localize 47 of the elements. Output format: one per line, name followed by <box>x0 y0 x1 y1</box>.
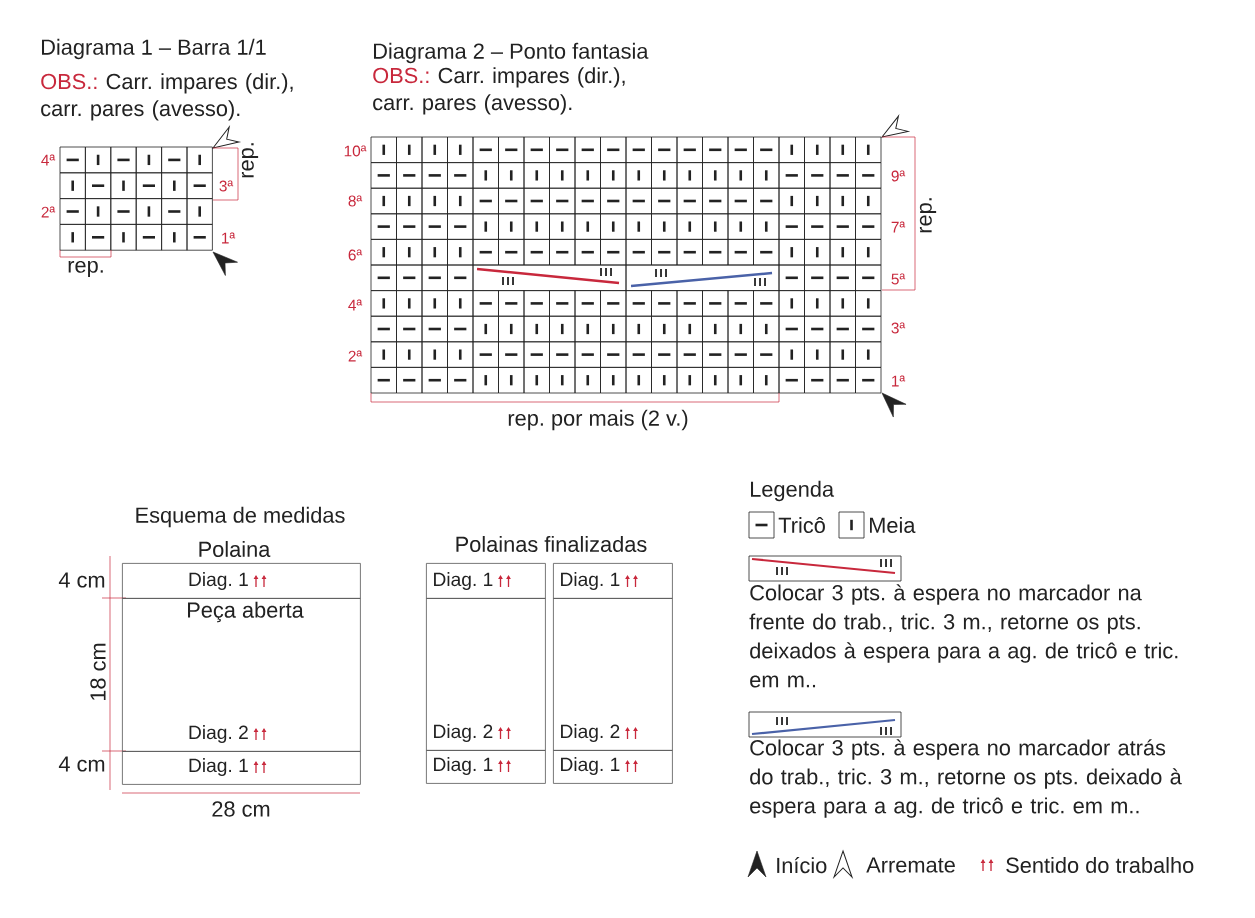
section-title: Polainas finalizadas <box>456 536 647 552</box>
dimension-label: 4 cm <box>58 756 105 772</box>
row-number: 3ª <box>891 322 906 334</box>
dimension-label: 28 cm <box>212 801 270 817</box>
box-label: Diag. 1 <box>434 572 493 590</box>
row-number: 4ª <box>41 154 56 166</box>
note-text: OBS.: Carr. impares (dir.), carr. pares (avesso). <box>41 73 293 121</box>
rep-label: rep. <box>241 143 259 178</box>
chart-title: Diagrama 1 – Barra 1/1 <box>42 38 266 60</box>
row-number: 1ª <box>222 232 236 244</box>
row-number: 3ª <box>219 180 234 192</box>
rep-label: rep. <box>919 198 937 233</box>
box-label: Diag. 1 <box>189 572 248 590</box>
legend-text: Colocar 3 pts. à espera no marcador na frente do trab., tric. 3 m., retorne os pts. deixados à espera para a ag. de tricô e tric. em m.. <box>749 584 1178 688</box>
row-number: 8ª <box>348 195 363 207</box>
rep-label: rep. <box>68 260 103 278</box>
legend-text: Sentido do trabalho <box>1006 857 1194 873</box>
row-number: 10ª <box>344 145 367 157</box>
box-label: Diag. 1 <box>434 757 493 775</box>
legend-text: Início <box>777 856 827 874</box>
row-number: 5ª <box>891 273 906 285</box>
box-label: Diag. 2 <box>434 724 493 742</box>
row-number: 6ª <box>348 249 363 261</box>
row-number: 1ª <box>892 375 906 387</box>
chart-title: Diagrama 2 – Ponto fantasia <box>374 42 649 64</box>
dimension-label: 4 cm <box>58 572 105 588</box>
box-label: Diag. 2 <box>561 724 620 742</box>
section-title: Esquema de medidas <box>136 506 345 528</box>
legend-title: Legenda <box>751 480 835 502</box>
row-number: 2ª <box>348 350 363 362</box>
row-number: 4ª <box>348 299 363 311</box>
legend-text: Meia <box>870 517 916 533</box>
row-number: 9ª <box>891 170 906 182</box>
legend-text: Arremate <box>866 857 955 873</box>
section-title: Polaina <box>199 541 271 557</box>
note-text: OBS.: Carr. impares (dir.), carr. pares (avesso). <box>373 67 625 115</box>
legend-text: Colocar 3 pts. à espera no marcador atrás do trab., tric. 3 m., retorne os pts. deixado à espera para a ag. de tricô e tric. em m.. <box>750 739 1182 818</box>
box-label: Diag. 1 <box>189 758 248 776</box>
box-label: Peça aberta <box>188 601 304 623</box>
box-label: Diag. 1 <box>561 572 620 590</box>
dimension-label: 18 cm <box>90 643 106 701</box>
box-label: Diag. 1 <box>561 757 620 775</box>
row-number: 7ª <box>891 221 906 233</box>
box-label: Diag. 2 <box>189 725 248 743</box>
row-number: 2ª <box>41 206 56 218</box>
legend-text: Tricô <box>778 516 825 534</box>
rep-label: rep. por mais (2 v.) <box>508 409 688 431</box>
